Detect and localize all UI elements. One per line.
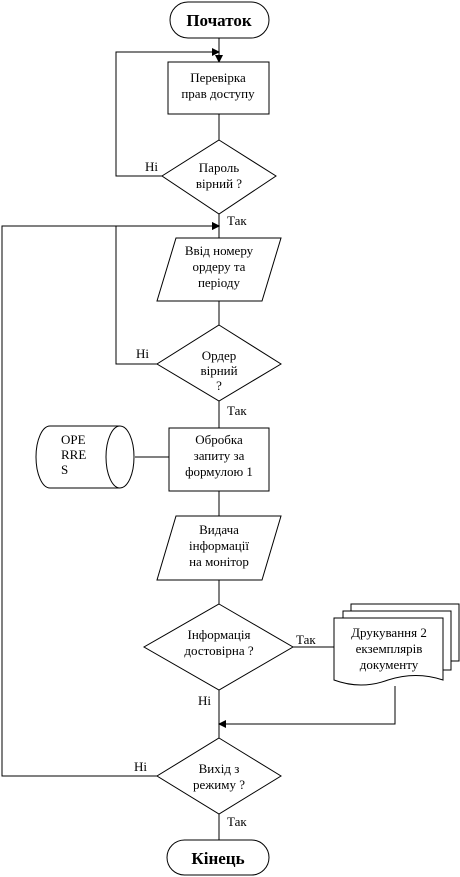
process-request: Обробка запиту за формулою 1: [168, 427, 270, 492]
output-line-2: інформації: [189, 538, 249, 553]
database-line-1: OPE: [61, 432, 86, 447]
connectors: [1, 38, 396, 840]
order-decision: Ордер вірний ?: [156, 324, 282, 402]
reliable-line-2: достовірна ?: [184, 643, 253, 658]
arrow-password-no-loop: [115, 48, 220, 177]
password-no-label: Ні: [145, 159, 158, 174]
password-line-1: Пароль: [199, 160, 239, 175]
start-label: Початок: [186, 11, 252, 30]
output-info-io: Видача інформації на монітор: [156, 515, 282, 581]
order-yes-label: Так: [227, 403, 247, 418]
end-terminator: Кінець: [166, 839, 270, 876]
print-line-1: Друкування 2: [351, 625, 427, 640]
database-line-3: S: [61, 462, 68, 477]
reliable-yes-label: Так: [296, 632, 316, 647]
print-line-2: екземплярів: [356, 641, 423, 656]
order-line-1: Ордер: [202, 348, 237, 363]
process-line-3: формулою 1: [185, 464, 253, 479]
order-line-3: ?: [216, 378, 222, 393]
exit-line-1: Вихід з: [199, 761, 240, 776]
input-order-line-1: Ввід номеру: [185, 243, 254, 258]
input-order-io: Ввід номеру ордеру та періоду: [156, 237, 282, 302]
exit-no-label: Ні: [134, 759, 147, 774]
output-line-3: на монітор: [189, 554, 249, 569]
end-label: Кінець: [191, 849, 244, 868]
reliable-decision: Інформація достовірна ?: [142, 603, 294, 691]
check-rights-process: Перевірка прав доступу: [167, 61, 270, 115]
order-line-2: вірний: [200, 363, 237, 378]
password-yes-label: Так: [227, 213, 247, 228]
arrow-exit-no-loop: [1, 222, 220, 777]
check-rights-line-1: Перевірка: [190, 70, 246, 85]
check-rights-line-2: прав доступу: [181, 86, 255, 101]
arrow-print-return: [218, 686, 396, 728]
output-line-1: Видача: [199, 522, 239, 537]
exit-line-2: режиму ?: [193, 777, 245, 792]
database-line-2: RRE: [61, 447, 86, 462]
database-storage: OPE RRE S: [35, 425, 135, 489]
print-documents: Друкування 2 екземплярів документу: [333, 603, 460, 686]
process-line-1: Обробка: [195, 432, 243, 447]
reliable-line-1: Інформація: [188, 627, 251, 642]
exit-decision: Вихід з режиму ?: [156, 737, 282, 815]
print-line-3: документу: [360, 657, 419, 672]
order-no-label: Ні: [136, 346, 149, 361]
input-order-line-2: ордеру та: [193, 259, 246, 274]
input-order-line-3: періоду: [198, 275, 241, 290]
password-decision: Пароль вірний ?: [161, 139, 277, 215]
reliable-no-label: Ні: [198, 693, 211, 708]
process-line-2: запиту за: [194, 448, 245, 463]
exit-yes-label: Так: [227, 814, 247, 829]
password-line-2: вірний ?: [196, 176, 242, 191]
start-terminator: Початок: [169, 1, 270, 39]
